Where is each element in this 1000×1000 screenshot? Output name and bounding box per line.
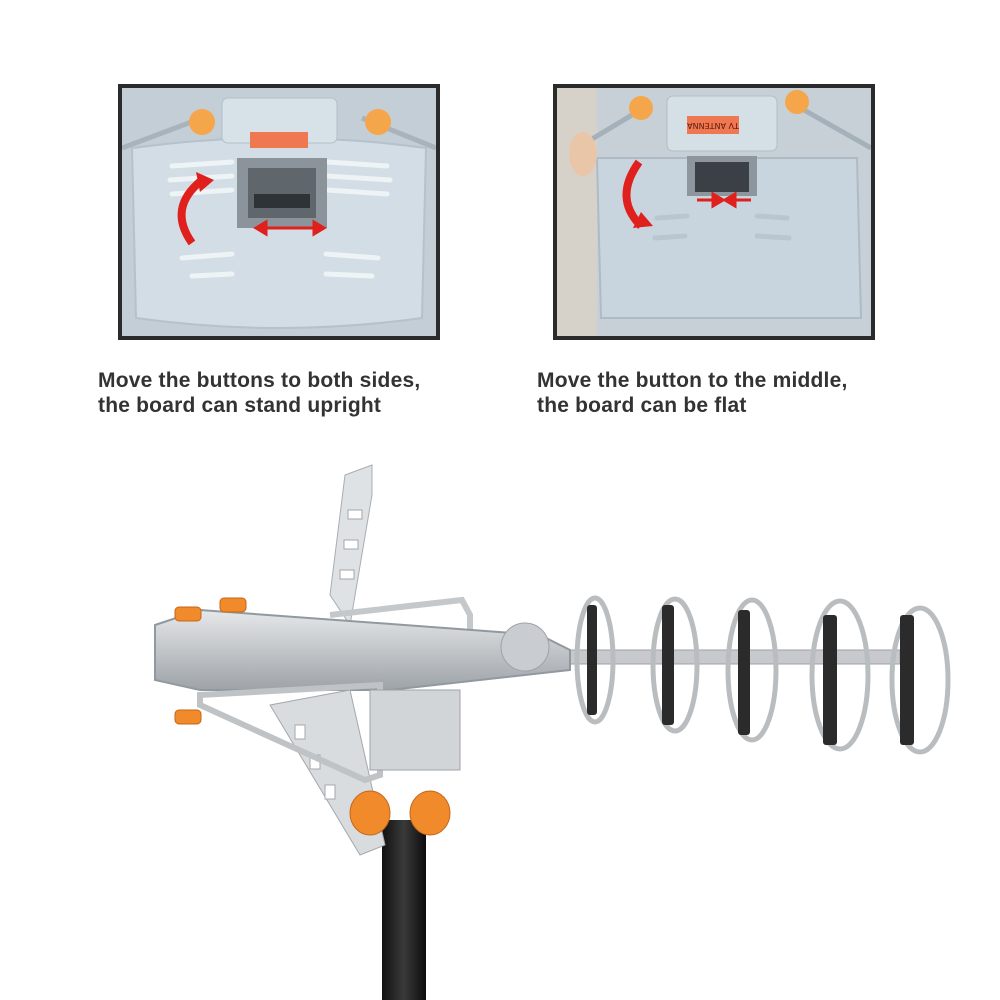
photo-panel-flat: TV ANTENNA [553, 84, 875, 340]
rotor-dome [500, 622, 550, 672]
caption-upright: Move the buttons to both sides, the boar… [98, 368, 420, 418]
slider-latch [695, 162, 749, 192]
orange-knob-icon [785, 90, 809, 114]
caption-line: Move the button to the middle, [537, 369, 848, 392]
rotate-arrow-icon [622, 159, 644, 229]
caption-flat: Move the button to the middle, the board… [537, 368, 847, 418]
orange-knob-icon [629, 96, 653, 120]
flat-board-photo: TV ANTENNA [557, 88, 871, 336]
red-label [250, 132, 308, 148]
orange-knob-icon [365, 109, 391, 135]
upright-board-photo [122, 88, 436, 336]
orange-knob-icon [174, 597, 451, 836]
photo-panel-upright [118, 84, 440, 340]
red-label [687, 116, 739, 134]
loop-insulators [587, 605, 914, 745]
mast-pole [382, 820, 426, 1000]
slider-latch [248, 168, 316, 218]
caption-line: the board can be flat [537, 394, 747, 417]
rotate-arrow-icon [177, 176, 205, 246]
mount-block [369, 689, 461, 771]
antenna-housing [154, 608, 571, 691]
double-arrow-icon [253, 219, 327, 237]
caption-line: the board can stand upright [98, 394, 382, 417]
loop-elements [574, 595, 951, 755]
antenna-drawing [154, 464, 951, 1000]
hand [569, 132, 597, 176]
caption-line: Move the buttons to both sides, [98, 369, 421, 392]
orange-knob-icon [189, 109, 215, 135]
antenna-illustration [140, 455, 970, 1000]
inward-arrows-icon [697, 191, 751, 209]
antenna-label-text: TV ANTENNA [687, 121, 740, 130]
